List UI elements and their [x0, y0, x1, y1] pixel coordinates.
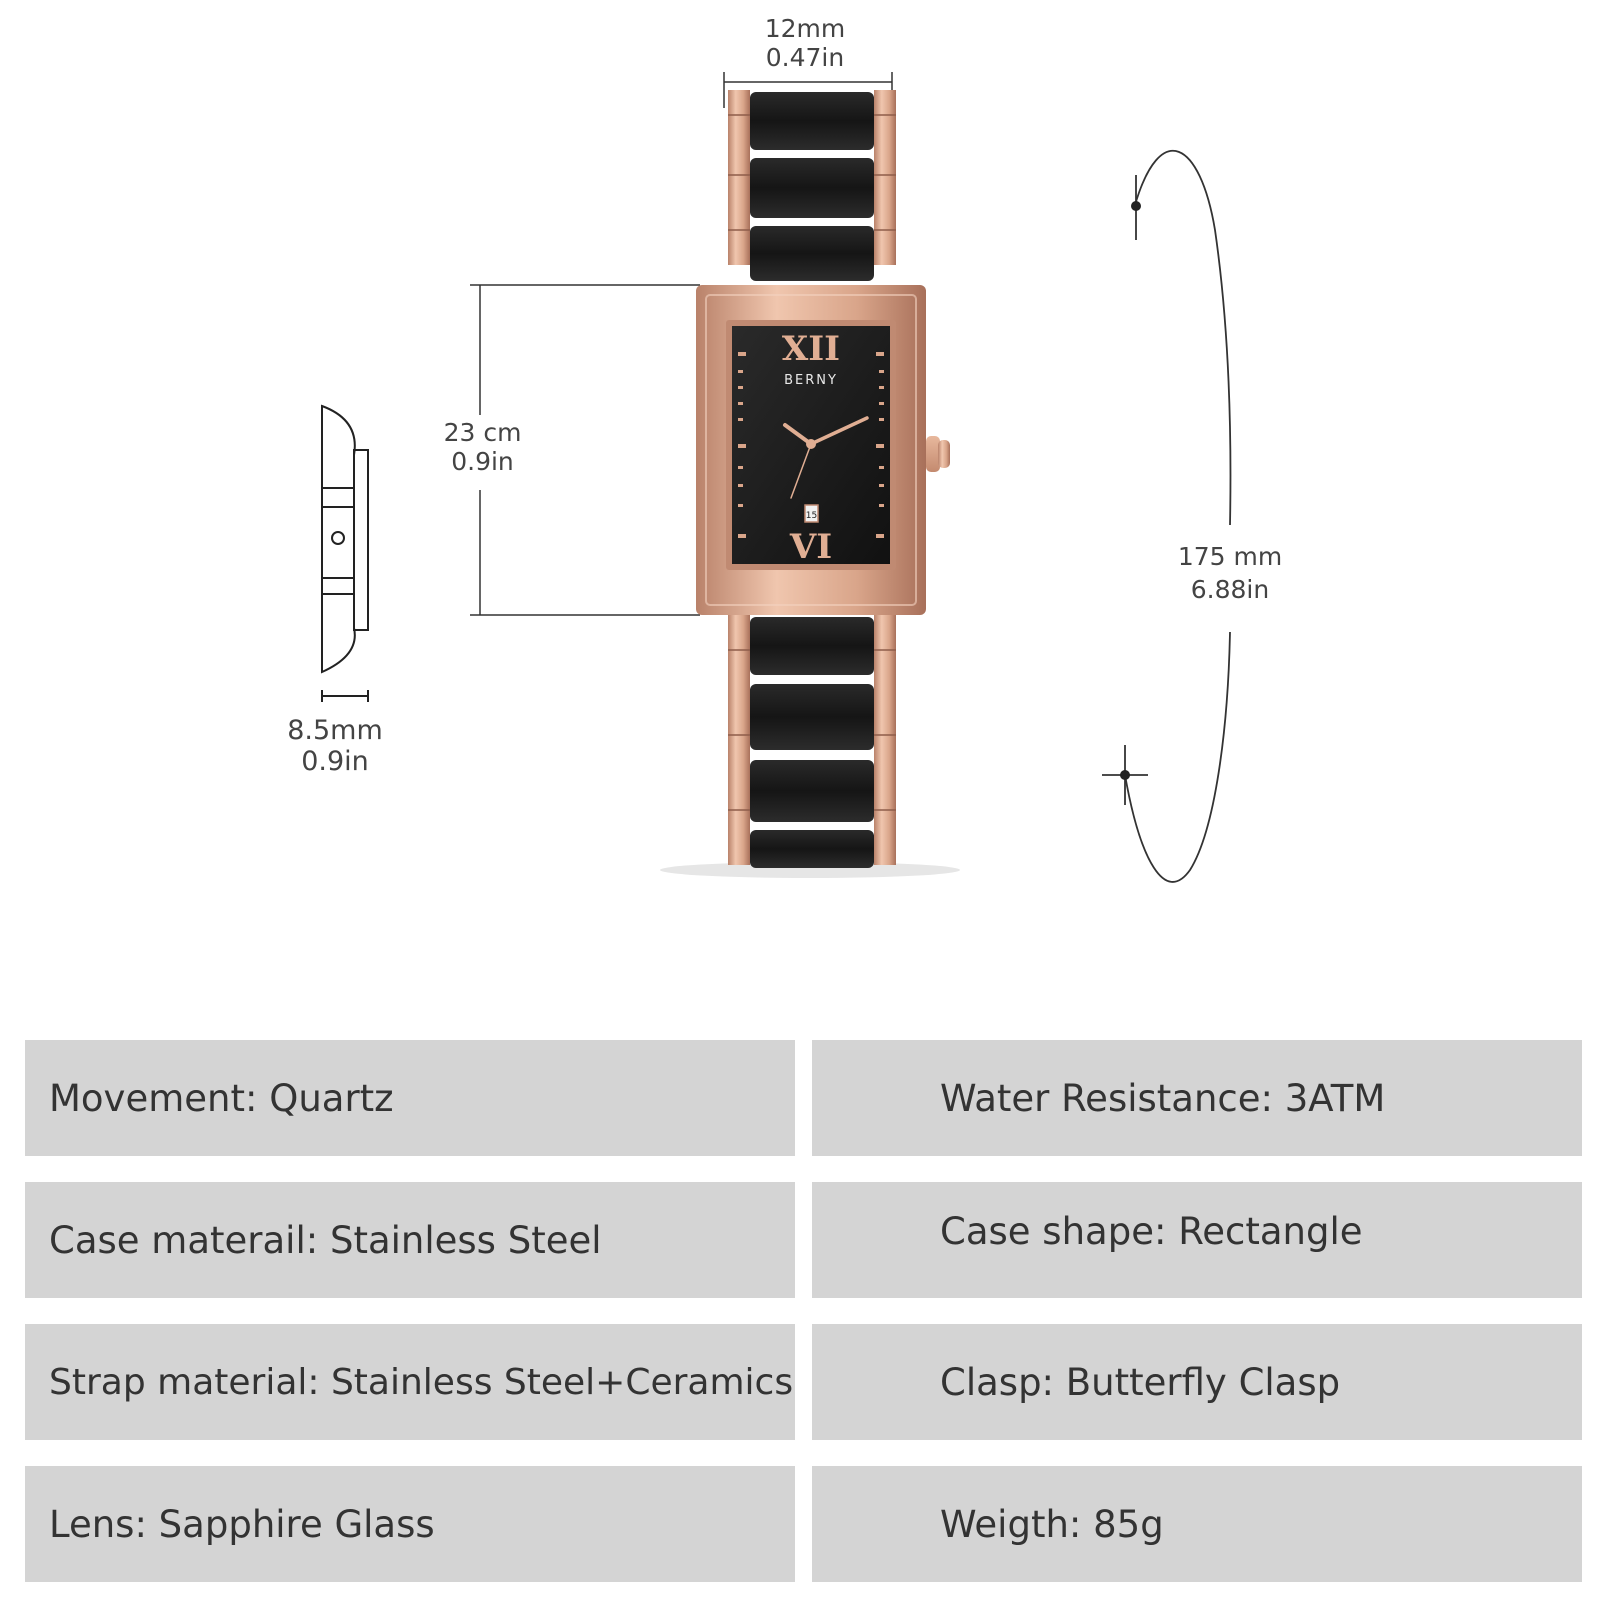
spec-lens: Lens: Sapphire Glass [25, 1466, 795, 1582]
numeral-six: VI [789, 527, 832, 567]
thickness-dimension-label: 8.5mm 0.9in [280, 715, 390, 777]
strap-length-mm: 175 mm [1177, 542, 1283, 571]
thickness-mm: 8.5mm [287, 715, 383, 746]
thickness-in: 0.9in [301, 746, 369, 777]
case-height-cm: 23 cm [443, 418, 522, 447]
strap-length-indicator [1102, 150, 1232, 883]
dial-indices [738, 352, 884, 538]
spec-case-material: Case materail: Stainless Steel [25, 1182, 795, 1298]
width-mm: 12mm [764, 14, 846, 43]
spec-case-shape: Case shape: Rectangle [812, 1182, 1582, 1298]
width-in: 0.47in [765, 43, 845, 72]
watch-hands [783, 416, 869, 499]
numeral-twelve: XII [782, 329, 840, 369]
watch-illustration: XII BERNY VI 15 [321, 72, 1232, 883]
spec-weight: Weigth: 85g [812, 1466, 1582, 1582]
spec-clasp: Clasp: Butterfly Clasp [812, 1324, 1582, 1440]
date-value: 15 [806, 511, 817, 521]
case-height-dimension-label: 23 cm 0.9in [420, 418, 545, 476]
width-dimension-label: 12mm 0.47in [750, 14, 860, 72]
spec-movement: Movement: Quartz [25, 1040, 795, 1156]
strap-length-dimension-label: 175 mm 6.88in [1165, 540, 1295, 606]
case-height-in: 0.9in [451, 447, 514, 476]
spec-water-resistance: Water Resistance: 3ATM [812, 1040, 1582, 1156]
upper-strap [728, 90, 896, 281]
brand-logo: BERNY [784, 373, 838, 388]
case-height-dimension-line [470, 284, 700, 616]
spec-strap-material: Strap material: Stainless Steel+Ceramics [25, 1324, 795, 1440]
watch-side-profile [321, 404, 369, 702]
date-window [804, 504, 819, 523]
lower-strap [728, 615, 896, 868]
strap-length-in: 6.88in [1190, 575, 1270, 604]
